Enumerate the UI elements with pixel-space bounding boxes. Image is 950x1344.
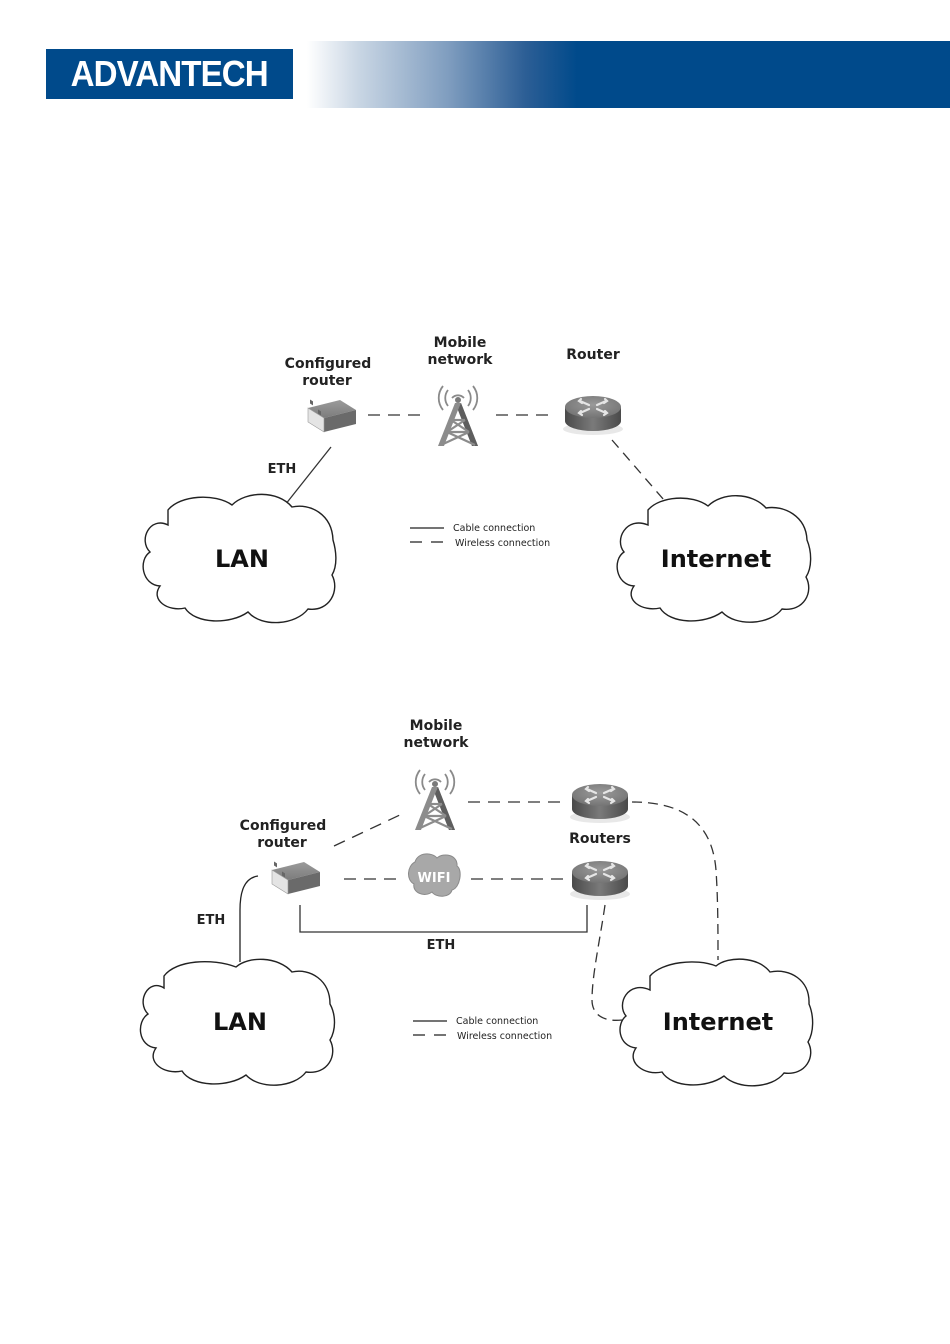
internet-cloud xyxy=(616,495,812,623)
cell-tower-icon xyxy=(436,384,480,448)
wireless-link-top-router-to-internet xyxy=(631,801,719,961)
router-icon-bottom xyxy=(568,859,632,902)
internet-cloud xyxy=(619,958,814,1087)
router-icon xyxy=(561,394,625,437)
configured-router-label-line1: Configured xyxy=(240,818,327,834)
cell-tower-icon xyxy=(413,768,457,832)
wireless-link-router-to-tower xyxy=(333,813,403,847)
configured-router-icon xyxy=(271,861,321,895)
routers-label: Routers xyxy=(569,831,631,847)
wireless-link-bottom-router-to-internet xyxy=(591,904,623,1021)
lan-cloud xyxy=(139,958,336,1086)
mobile-network-label-line1: Mobile xyxy=(410,718,463,734)
legend-wireless-label: Wireless connection xyxy=(457,1031,552,1042)
configured-router-label-line2: router xyxy=(302,373,352,389)
eth-cable-router-to-router xyxy=(299,905,588,933)
lan-label: LAN xyxy=(213,1008,267,1036)
legend: Cable connection Wireless connection xyxy=(410,523,550,549)
header-gradient-band xyxy=(307,41,950,108)
logo-text: ADVANTECH xyxy=(70,53,269,94)
eth-bottom-label: ETH xyxy=(427,938,456,953)
legend-cable-label: Cable connection xyxy=(453,523,535,534)
wifi-cloud-icon: WIFI xyxy=(408,853,461,897)
configured-router-icon xyxy=(307,399,357,433)
mobile-network-label-line2: network xyxy=(404,735,470,751)
legend: Cable connection Wireless connection xyxy=(413,1016,552,1042)
mobile-network-label-line1: Mobile xyxy=(434,335,487,351)
mobile-network-label-line2: network xyxy=(428,352,494,368)
eth-cable-router-to-lan xyxy=(239,875,259,962)
router-label: Router xyxy=(566,347,620,363)
router-icon-top xyxy=(568,782,632,825)
diagram-1: Configured router Mobile network Router … xyxy=(142,335,812,624)
wifi-label: WIFI xyxy=(418,871,451,886)
legend-wireless-label: Wireless connection xyxy=(455,538,550,549)
internet-label: Internet xyxy=(661,545,771,573)
eth-label: ETH xyxy=(268,462,297,477)
configured-router-label-line2: router xyxy=(257,835,307,851)
eth-cable-link xyxy=(284,446,332,506)
advantech-logo: ADVANTECH xyxy=(46,49,293,99)
internet-label: Internet xyxy=(663,1008,773,1036)
configured-router-label-line1: Configured xyxy=(285,356,372,372)
legend-cable-label: Cable connection xyxy=(456,1016,538,1027)
eth-left-label: ETH xyxy=(197,913,226,928)
diagram-2: Mobile network Configured router Routers… xyxy=(139,718,814,1087)
lan-cloud xyxy=(142,493,337,624)
lan-label: LAN xyxy=(215,545,269,573)
wireless-link-router-to-internet xyxy=(611,439,665,501)
